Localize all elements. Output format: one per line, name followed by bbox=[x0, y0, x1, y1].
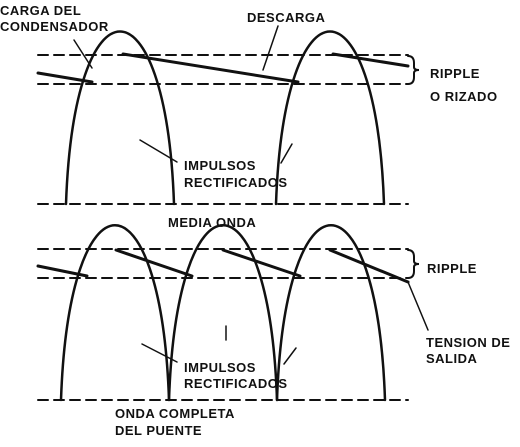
carga-label-line2: CONDENSADOR bbox=[0, 19, 109, 34]
full-wave-impulsos-leader-2 bbox=[283, 347, 297, 365]
full-wave-pulse-1 bbox=[59, 224, 171, 402]
full-wave-impulsos-leader-1 bbox=[141, 343, 178, 363]
descarga-label: DESCARGA bbox=[247, 10, 326, 25]
full-wave-tension-leader bbox=[407, 281, 429, 331]
impulsos-top-line1: IMPULSOS bbox=[184, 158, 256, 173]
impulsos-bottom-line1: IMPULSOS bbox=[184, 360, 256, 375]
media-onda-caption: MEDIA ONDA bbox=[168, 215, 256, 230]
half-wave-carga-leader bbox=[73, 39, 93, 69]
half-wave-discharge-initial bbox=[36, 71, 94, 84]
ripple-label-top-line2: O RIZADO bbox=[430, 89, 498, 104]
tension-label-line2: SALIDA bbox=[426, 351, 478, 366]
half-wave-discharge-tail bbox=[331, 52, 410, 68]
full-wave-discharge-3 bbox=[328, 248, 410, 284]
tension-label-line1: TENSION DE bbox=[426, 335, 510, 350]
full-wave-discharge-2 bbox=[221, 248, 302, 278]
full-wave-pulse-2 bbox=[167, 224, 279, 402]
carga-label-line1: CARGA DEL bbox=[0, 3, 81, 18]
half-wave-pulse-2 bbox=[274, 30, 386, 206]
half-wave-descarga-leader bbox=[262, 25, 279, 71]
full-wave-discharge-initial bbox=[36, 264, 89, 278]
half-wave-ripple-brace bbox=[407, 55, 420, 85]
impulsos-top-line2: RECTIFICADOS bbox=[184, 175, 288, 190]
full-wave-discharge-1 bbox=[114, 248, 194, 278]
full-wave-ripple-brace bbox=[407, 249, 420, 279]
ripple-label-top-line1: RIPPLE bbox=[430, 66, 480, 81]
half-wave-pulse-1 bbox=[64, 30, 176, 206]
half-wave-impulsos-leader-2 bbox=[280, 143, 293, 164]
full-wave-diagram bbox=[36, 224, 429, 402]
impulsos-bottom-line2: RECTIFICADOS bbox=[184, 376, 288, 391]
onda-completa-caption-line1: ONDA COMPLETA bbox=[115, 406, 235, 421]
full-wave-pulse-3 bbox=[275, 224, 387, 402]
half-wave-impulsos-leader-1 bbox=[139, 139, 178, 163]
half-wave-discharge-main bbox=[121, 52, 300, 84]
onda-completa-caption-line2: DEL PUENTE bbox=[115, 423, 202, 438]
ripple-label-bottom: RIPPLE bbox=[427, 261, 477, 276]
half-wave-diagram bbox=[36, 25, 420, 206]
